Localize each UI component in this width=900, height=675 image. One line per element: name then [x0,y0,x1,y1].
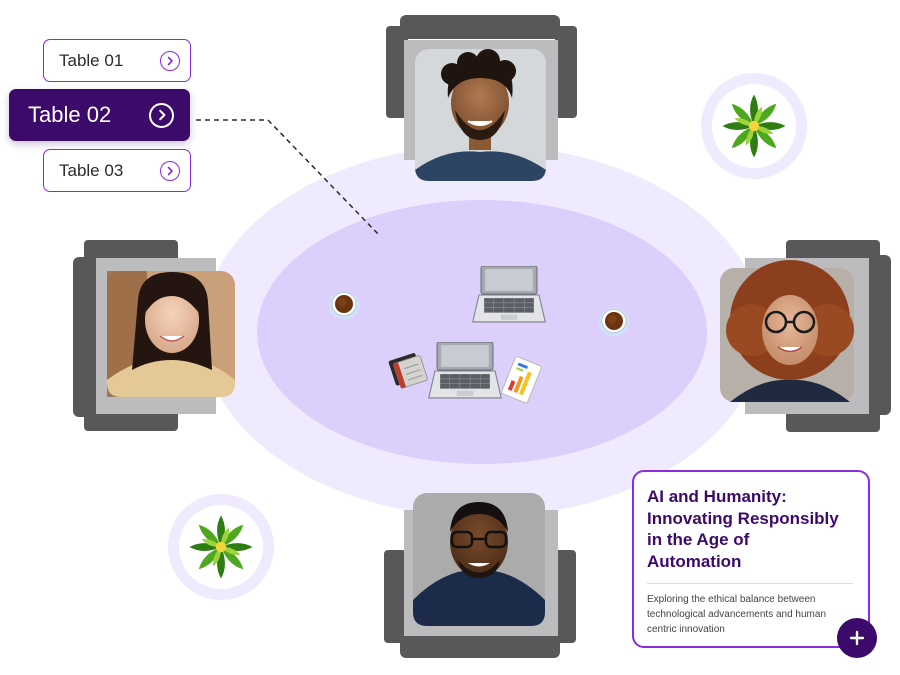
laptop-icon [428,342,502,399]
plus-icon [849,630,865,646]
table-tab-label: Table 02 [28,102,112,127]
table-connector-line [196,119,381,237]
participant-avatar[interactable] [107,271,235,397]
laptop-icon [472,266,546,323]
participant-avatar[interactable] [720,260,854,402]
session-title: AI and Humanity: Innovating Responsibly … [647,487,839,571]
session-card: AI and Humanity: Innovating Responsibly … [632,470,870,648]
coffee-cup-icon [598,307,630,337]
table-tab-03[interactable]: Table 03 [43,149,191,192]
notebook-icon [388,353,428,389]
participant-avatar[interactable] [415,49,546,181]
session-description: Exploring the ethical balance between te… [647,594,827,635]
coffee-cup-icon [328,290,360,320]
participant-avatar[interactable] [413,493,545,626]
chevron-right-icon [160,160,180,181]
chevron-right-icon [149,102,174,128]
plant-icon [168,494,274,600]
chevron-right-icon [160,50,180,71]
add-button[interactable] [837,618,877,658]
plant-icon [701,73,807,179]
table-inner [257,200,707,464]
table-tab-label: Table 01 [59,50,124,70]
report-document-icon [501,356,542,404]
table-tab-label: Table 03 [59,160,124,180]
divider [647,583,853,584]
table-tab-01[interactable]: Table 01 [43,39,191,82]
table-tab-02[interactable]: Table 02 [9,89,190,141]
